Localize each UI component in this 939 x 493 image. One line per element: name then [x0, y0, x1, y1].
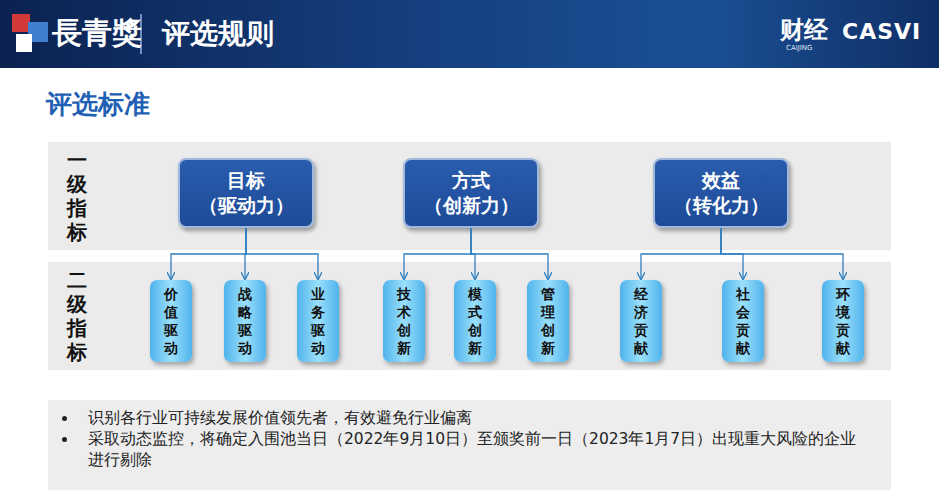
indicator-text: 经济贡献 — [634, 285, 648, 358]
bullet-dot — [62, 416, 67, 421]
band-label-text: 二级指标 — [67, 268, 87, 364]
indicator-text: 价值驱动 — [164, 285, 178, 358]
page-title: 评选规则 — [162, 16, 274, 52]
secondary-indicator-box: 环境贡献 — [822, 280, 864, 362]
indicator-text: 模式创新 — [468, 285, 482, 358]
indicator-text: 社会贡献 — [736, 285, 750, 358]
indicator-text: 技术创新 — [397, 285, 411, 358]
secondary-indicator-box: 战略驱动 — [224, 280, 266, 362]
bullet-dot — [62, 437, 67, 442]
secondary-indicator-box: 业务驱动 — [297, 280, 339, 362]
indicator-text: 战略驱动 — [238, 285, 252, 358]
secondary-indicator-box: 社会贡献 — [722, 280, 764, 362]
secondary-indicator-box: 技术创新 — [383, 280, 425, 362]
indicator-heading: 方式 — [452, 168, 490, 193]
indicator-text: 环境贡献 — [836, 285, 850, 358]
tree-connector — [721, 228, 743, 279]
tree-connector — [471, 228, 475, 279]
tree-connector — [641, 228, 721, 279]
indicator-band: 一级指标 目标（驱动力） 方式（创新力） 效益（转化力） — [48, 142, 891, 250]
note-text: 采取动态监控，将确定入围池当日（2022年9月10日）至颁奖前一日（2023年1… — [88, 430, 856, 469]
tree-connector — [404, 228, 471, 279]
tree-connector — [471, 228, 548, 279]
indicator-heading: 效益 — [702, 168, 740, 193]
logo-icon — [8, 10, 52, 58]
partner-logo-subtext: CAIJING — [786, 44, 813, 53]
tree-connector — [245, 228, 246, 279]
logo-text: 長青獎 — [52, 14, 142, 52]
band-label-text: 一级指标 — [67, 148, 87, 244]
note-text: 识别各行业可持续发展价值领先者，有效避免行业偏离 — [88, 409, 472, 427]
tree-connector — [721, 228, 843, 279]
tree-connector — [246, 228, 318, 279]
indicator-text: 管理创新 — [541, 285, 555, 358]
partner-logo-text: 财经 — [780, 16, 828, 44]
secondary-indicator-box: 管理创新 — [527, 280, 569, 362]
indicator-text: 业务驱动 — [311, 285, 325, 358]
secondary-indicator-box: 模式创新 — [454, 280, 496, 362]
secondary-indicator-box: 价值驱动 — [150, 280, 192, 362]
band-label: 一级指标 — [62, 142, 92, 250]
indicator-band: 二级指标 价值驱动 战略驱动 业务驱动 技术创新 模式创新 管理创新 经济贡献 社会贡献 环境贡献 — [48, 262, 891, 370]
note-item: 采取动态监控，将确定入围池当日（2022年9月10日）至颁奖前一日（2023年1… — [88, 429, 871, 471]
indicator-subheading: （创新力） — [424, 193, 519, 218]
secondary-indicator-box: 经济贡献 — [620, 280, 662, 362]
indicator-heading: 目标 — [227, 168, 265, 193]
band-label: 二级指标 — [62, 262, 92, 370]
primary-indicator-box: 目标（驱动力） — [178, 158, 314, 228]
note-box: 识别各行业可持续发展价值领先者，有效避免行业偏离采取动态监控，将确定入围池当日（… — [48, 400, 891, 490]
partner-logo-text: CASVI — [842, 18, 921, 46]
tree-connector — [171, 228, 246, 279]
indicator-subheading: （驱动力） — [199, 193, 294, 218]
note-item: 识别各行业可持续发展价值领先者，有效避免行业偏离 — [88, 408, 871, 429]
primary-indicator-box: 效益（转化力） — [653, 158, 789, 228]
indicator-subheading: （转化力） — [674, 193, 769, 218]
section-heading: 评选标准 — [46, 86, 150, 122]
primary-indicator-box: 方式（创新力） — [403, 158, 539, 228]
